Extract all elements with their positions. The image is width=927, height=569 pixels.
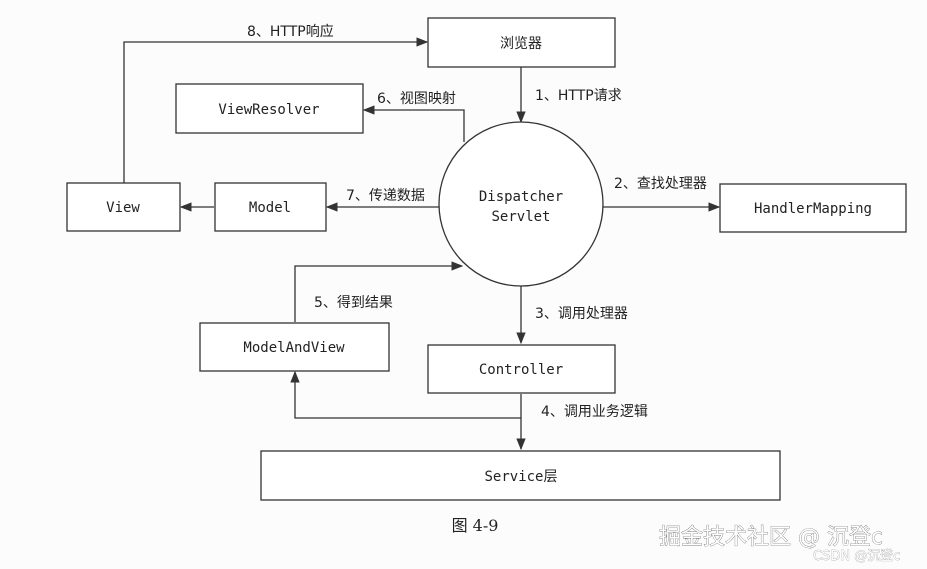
handler-mapping-node: HandlerMapping (719, 183, 907, 233)
label-get-result: 5、得到结果 (314, 294, 393, 311)
label-pass-data: 7、传递数据 (346, 188, 425, 204)
view-label: View (106, 200, 140, 216)
edge-http-response (123, 37, 429, 183)
dispatcher-label-line2: Servlet (491, 209, 550, 225)
service-layer-label: Service层 (484, 469, 557, 485)
controller-label: Controller (479, 362, 563, 378)
model-node: Model (214, 182, 327, 232)
service-layer-node: Service层 (260, 450, 781, 501)
model-label: Model (249, 200, 291, 216)
edge-get-result (294, 261, 464, 322)
dispatcher-servlet-node: Dispatcher Servlet (438, 121, 604, 287)
label-call-handler: 3、调用处理器 (535, 306, 628, 322)
watermark-sub: CSDN @沉登c (813, 549, 900, 564)
model-and-view-label: ModelAndView (243, 340, 345, 356)
model-and-view-node: ModelAndView (199, 322, 390, 372)
label-http-request: 1、HTTP请求 (535, 88, 622, 104)
label-view-mapping: 6、视图映射 (377, 91, 456, 107)
watermark-main: 掘金技术社区 @ 沉登c (659, 525, 883, 550)
label-find-handler: 2、查找处理器 (614, 176, 707, 192)
edge-view-mapping (362, 105, 465, 142)
edge-return-modelandview (290, 370, 521, 419)
dispatcher-label-line1: Dispatcher (479, 189, 563, 205)
view-resolver-label: ViewResolver (218, 102, 319, 118)
view-resolver-node: ViewResolver (175, 83, 364, 134)
browser-label: 浏览器 (500, 36, 542, 52)
label-call-business: 4、调用业务逻辑 (541, 404, 648, 420)
handler-mapping-label: HandlerMapping (754, 201, 872, 217)
controller-node: Controller (427, 344, 616, 394)
browser-node: 浏览器 (427, 17, 616, 68)
label-http-response: 8、HTTP响应 (247, 23, 334, 40)
figure-caption: 图 4-9 (452, 516, 499, 535)
view-node: View (66, 182, 181, 232)
